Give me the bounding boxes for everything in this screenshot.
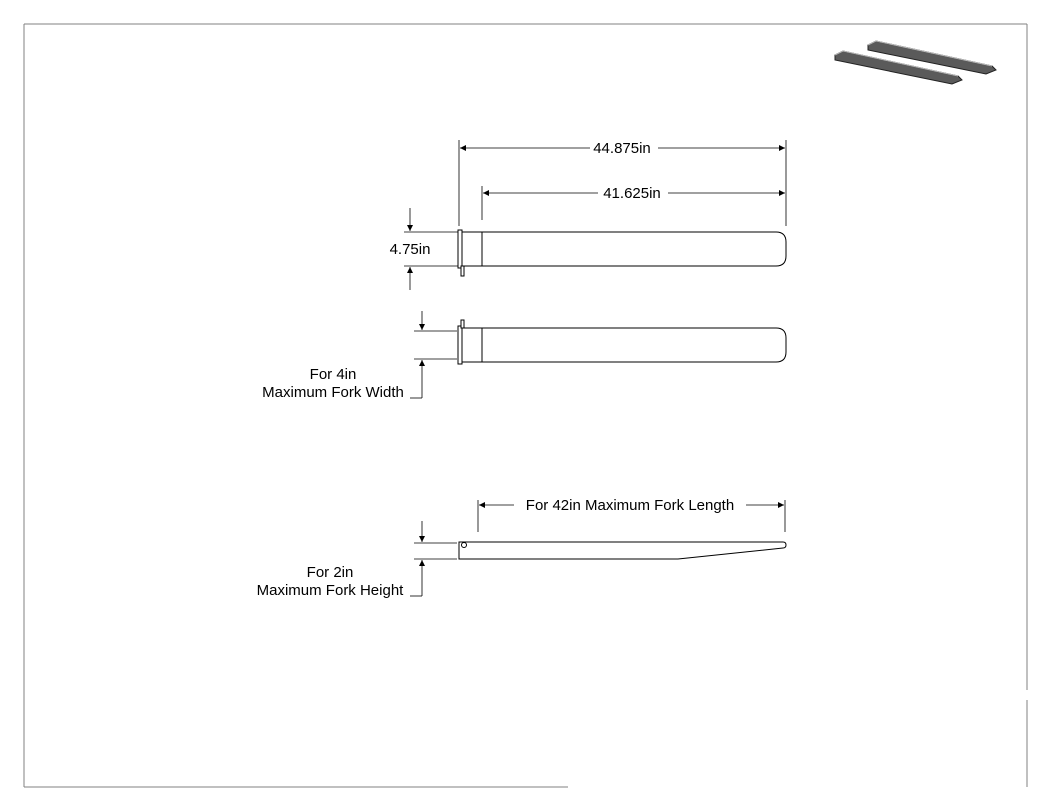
fork-height-label-line2: Maximum Fork Height: [257, 582, 405, 599]
pin-hole-icon: [461, 542, 467, 548]
sheet-frame: [23, 23, 1028, 788]
fork-width-label-line1: For 4in: [310, 366, 357, 383]
side-view-fork: For 42in Maximum Fork Length For 2in Max…: [257, 497, 787, 599]
overall-length-label: 44.875in: [593, 140, 651, 157]
fork-length-label: For 42in Maximum Fork Length: [526, 497, 734, 514]
inner-length-label: 41.625in: [603, 185, 661, 202]
top-view-fork-2: For 4in Maximum Fork Width: [262, 311, 787, 401]
height-label: 4.75in: [390, 241, 431, 258]
fork-height-label-line1: For 2in: [307, 564, 354, 581]
fork-extension-thumbnail: [834, 40, 997, 85]
top-view-fork-1: 44.875in 41.625in 4.75in: [390, 140, 787, 290]
fork-width-label-line2: Maximum Fork Width: [262, 384, 404, 401]
